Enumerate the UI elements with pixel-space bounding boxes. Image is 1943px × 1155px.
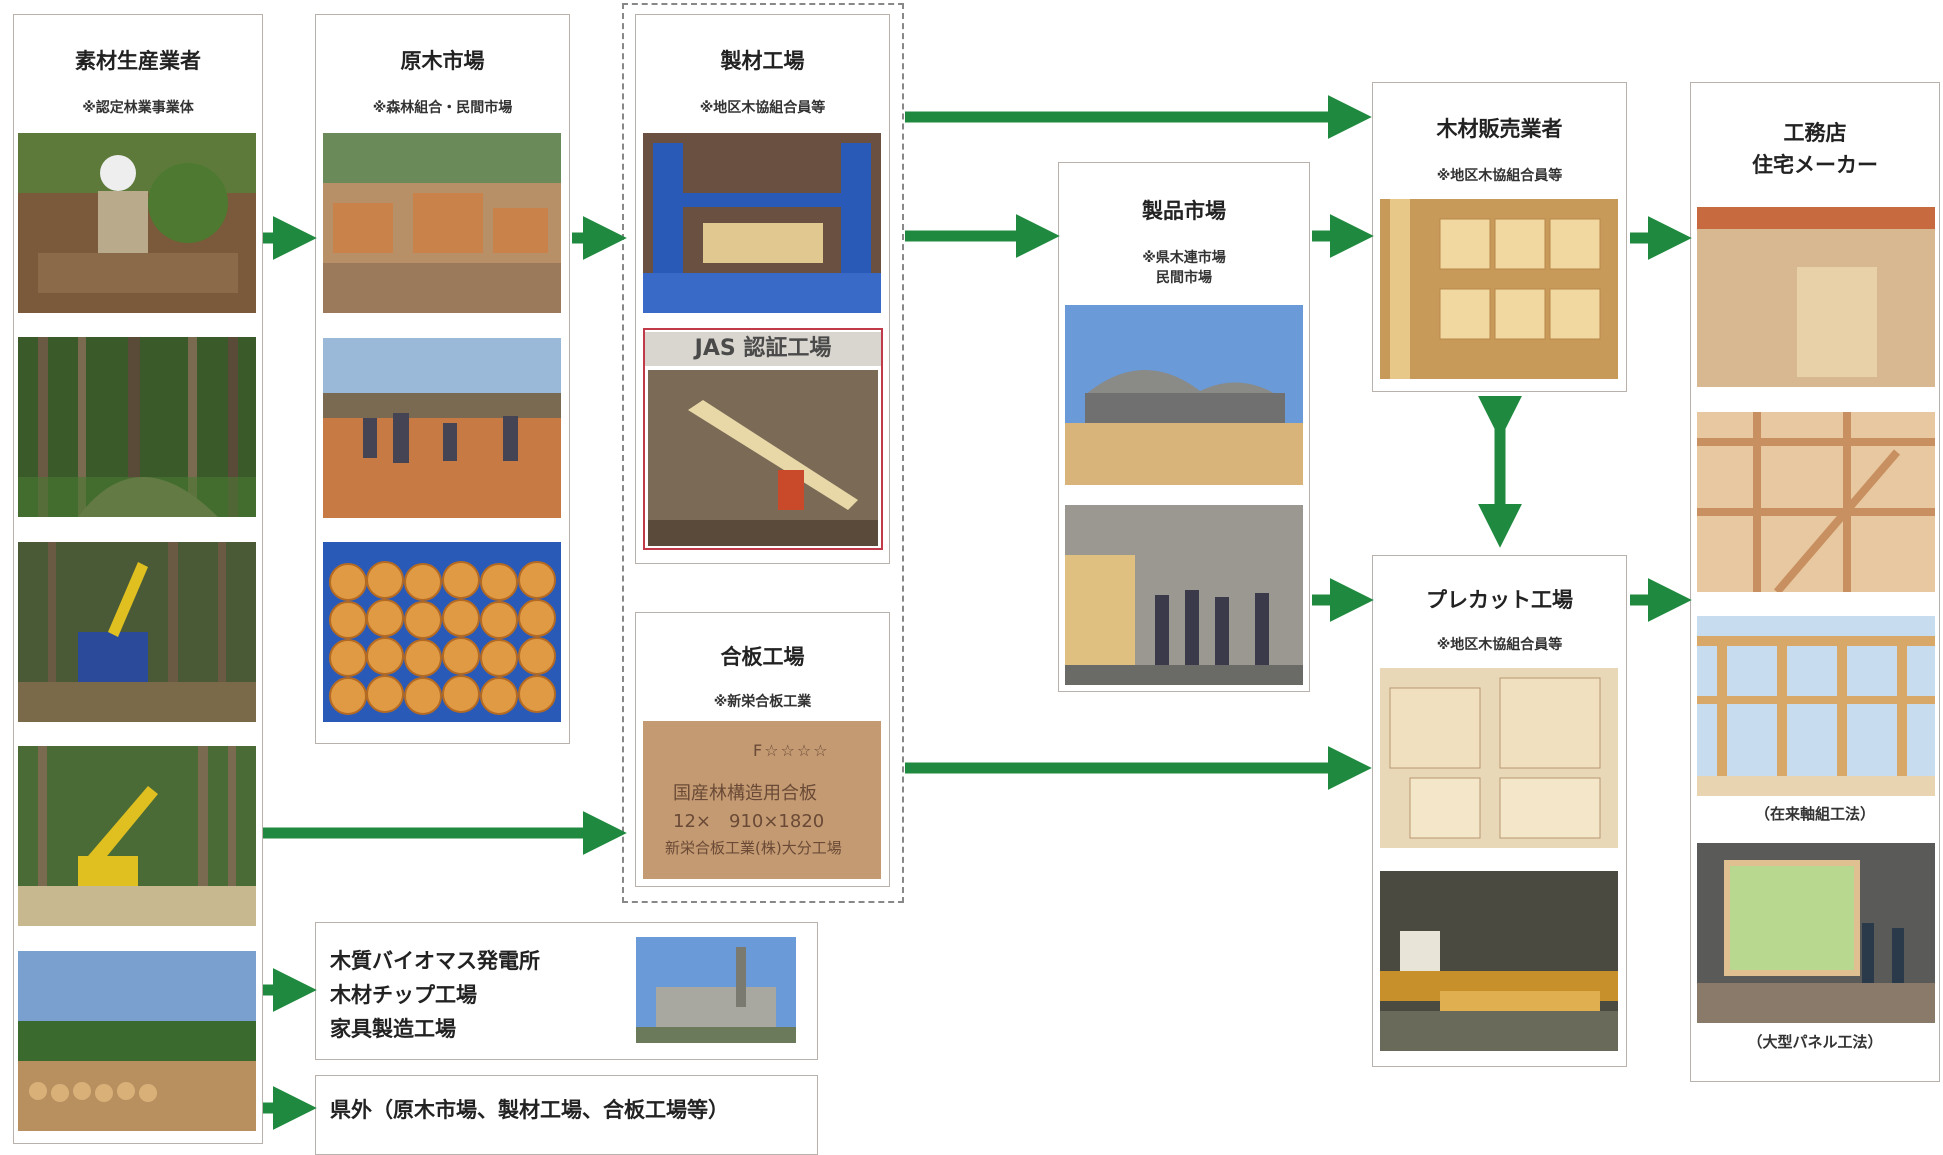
builder-caption-large-panel: （大型パネル工法） [1747,1033,1883,1051]
builder-caption-conventional: （在来軸組工法） [1754,805,1875,823]
precut-photo-joints [1380,668,1618,848]
producer-note: ※認定林業事業体 [82,100,194,116]
product-market-photo-warehouse [1065,305,1303,485]
plywood-stamp-line2: 12× 910×1820 [673,811,825,832]
producer-photo-logs [18,951,256,1131]
log-market-note: ※森林組合・民間市場 [372,100,513,116]
precut-note: ※地区木協組合員等 [1436,637,1563,653]
biomass-line-power: 木質バイオマス発電所 [330,949,540,973]
sawmill-note: ※地区木協組合員等 [699,100,826,116]
product-market-photo-inspection [1065,505,1303,685]
producer-photo-planting [18,133,256,313]
builder-photo-post-beam [1697,616,1935,796]
plywood-stamp-line1: 国産林構造用合板 [673,783,817,804]
log-market-title: 原木市場 [400,49,485,73]
builder-box: 工務店 住宅メーカー （在来軸組工法） （大型パネル工法） [1690,82,1940,1082]
plywood-stamp-grade: F☆☆☆☆ [753,741,830,760]
outside-text: 県外（原木市場、製材工場、合板工場等） [330,1098,729,1122]
lumber-dealer-note: ※地区木協組合員等 [1436,168,1563,184]
plywood-box: 合板工場 ※新栄合板工業 F☆☆☆☆ 国産林構造用合板 12× 910×1820… [635,612,890,887]
producer-photo-harvester [18,542,256,722]
log-market-photo-auction [323,338,561,518]
builder-photo-roof-frame [1697,412,1935,592]
jas-photo-line [648,370,878,546]
precut-photo-factory [1380,871,1618,1051]
biomass-photo-plant [636,937,796,1043]
producer-box: 素材生産業者 ※認定林業事業体 [13,14,263,1144]
log-market-photo-yard [323,133,561,313]
builder-title-2: 住宅メーカー [1752,153,1878,177]
log-market-box: 原木市場 ※森林組合・民間市場 [315,14,570,744]
producer-photo-excavator [18,746,256,926]
plywood-photo-stamp: F☆☆☆☆ 国産林構造用合板 12× 910×1820 新栄合板工業(株)大分工… [643,721,881,879]
lumber-dealer-box: 木材販売業者 ※地区木協組合員等 [1372,82,1627,392]
producer-photo-forest [18,337,256,517]
lumber-dealer-photo-timber [1380,199,1618,379]
producer-title: 素材生産業者 [75,49,201,73]
sawmill-title: 製材工場 [720,49,805,73]
jas-certified-frame: JAS 認証工場 [643,328,883,550]
mill-group-dashed [622,3,904,903]
product-market-title: 製品市場 [1142,199,1226,223]
builder-photo-panel [1697,843,1935,1023]
biomass-line-furniture: 家具製造工場 [330,1017,456,1041]
precut-title: プレカット工場 [1426,588,1573,612]
lumber-dealer-title: 木材販売業者 [1436,117,1563,141]
biomass-box: 木質バイオマス発電所 木材チップ工場 家具製造工場 [315,922,818,1060]
builder-photo-panel-stamp [1697,207,1935,387]
plywood-stamp-line3: 新栄合板工業(株)大分工場 [665,839,842,857]
biomass-line-chip: 木材チップ工場 [330,983,477,1007]
builder-title-1: 工務店 [1783,121,1847,145]
product-market-note-1: ※県木連市場 [1142,250,1226,266]
precut-box: プレカット工場 ※地区木協組合員等 [1372,555,1627,1067]
sawmill-box: 製材工場 ※地区木協組合員等 JAS 認証工場 [635,14,890,564]
product-market-note-2: 民間市場 [1156,270,1212,286]
jas-certified-label: JAS 認証工場 [645,332,881,366]
product-market-box: 製品市場 ※県木連市場 民間市場 [1058,162,1310,692]
plywood-title: 合板工場 [720,645,805,669]
plywood-note: ※新栄合板工業 [713,694,812,710]
sawmill-photo-machine [643,133,881,313]
log-market-photo-log-ends [323,542,561,722]
